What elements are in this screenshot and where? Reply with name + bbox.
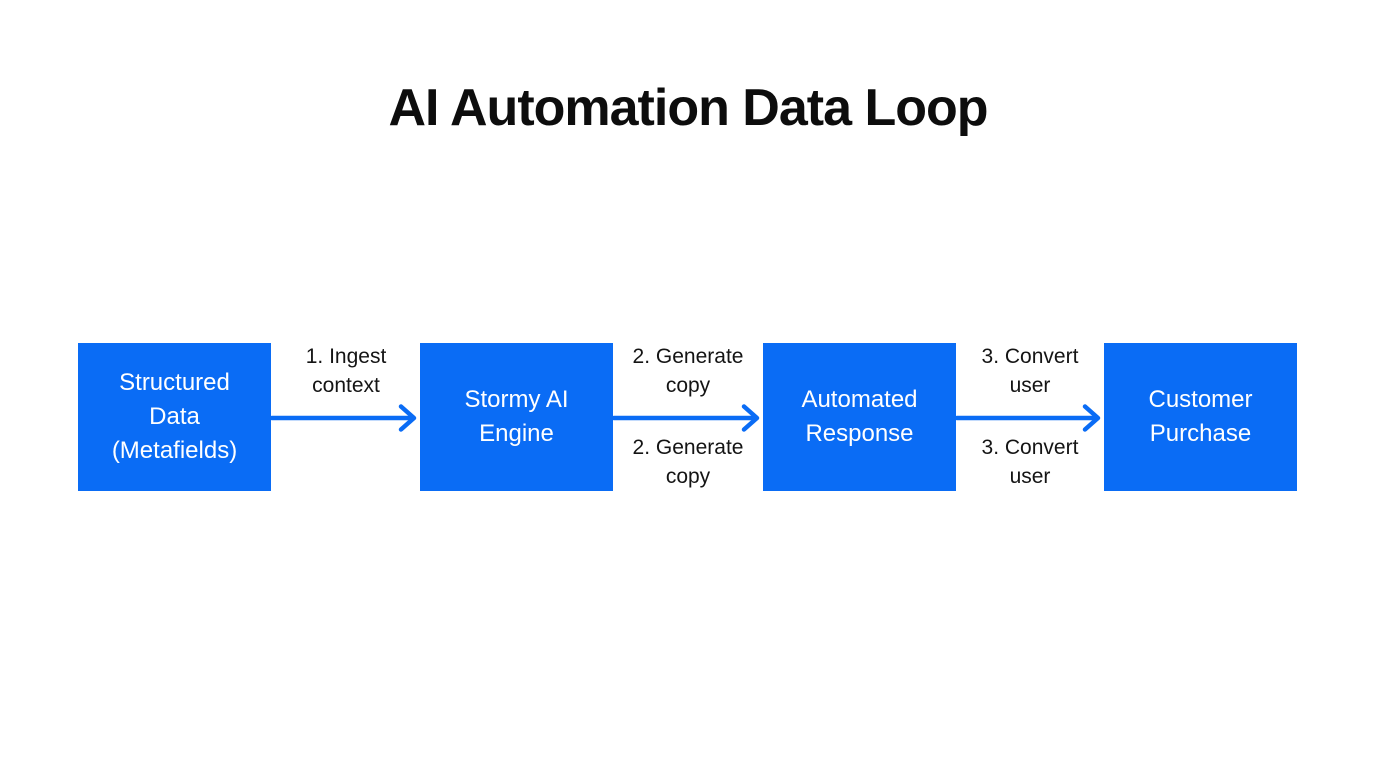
edge-label-generate-copy-below: 2. Generate copy <box>632 436 744 488</box>
node-automated-response-label: Automated Response <box>801 386 918 447</box>
node-structured-data: Structured Data (Metafields) <box>78 343 271 491</box>
arrow-ingest-context-icon <box>269 404 417 432</box>
arrow-convert-user-icon <box>954 404 1101 432</box>
arrow-generate-copy-icon <box>611 404 760 432</box>
edge-label-convert-user-below: 3. Convert user <box>981 436 1079 488</box>
node-structured-data-label: Structured Data (Metafields) <box>111 369 238 464</box>
edge-label-ingest-context-above: 1. Ingest context <box>305 345 387 397</box>
diagram-title: AI Automation Data Loop <box>388 79 988 137</box>
node-automated-response: Automated Response <box>763 343 956 491</box>
node-customer-purchase-label: Customer Purchase <box>1148 386 1253 447</box>
node-customer-purchase: Customer Purchase <box>1104 343 1297 491</box>
edge-label-convert-user-above: 3. Convert user <box>981 345 1079 397</box>
edge-label-generate-copy-above: 2. Generate copy <box>632 345 744 397</box>
node-stormy-ai-engine: Stormy AI Engine <box>420 343 613 491</box>
node-stormy-ai-engine-label: Stormy AI Engine <box>464 386 569 447</box>
